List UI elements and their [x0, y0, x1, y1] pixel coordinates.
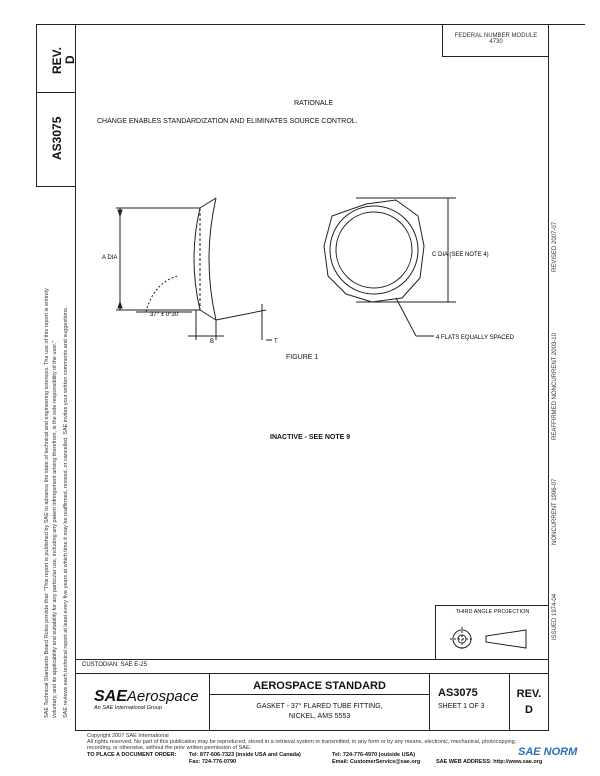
right-border [548, 24, 549, 659]
projection-label: THIRD ANGLE PROJECTION [455, 609, 530, 615]
footer-fax: Fax: 724-776-0790 [189, 759, 237, 765]
label-c-dia: C DIA (SEE NOTE 4) [432, 252, 489, 258]
label-flats: 4 FLATS EQUALLY SPACED [436, 335, 515, 341]
footer-copyright: Copyright 2007 SAE International [87, 733, 169, 739]
label-t: T [274, 339, 278, 345]
right-margin-revised: REVISED 2007-07 [552, 221, 558, 272]
right-margin-noncurrent: NONCURRENT 1996-07 [552, 478, 558, 545]
logo-aerospace: Aerospace [126, 688, 199, 705]
projection-symbol [450, 627, 527, 651]
strip-doc-number: AS3075 [50, 116, 64, 160]
title-underline [209, 694, 430, 695]
left-margin-line2: voluntary, and its applicability and sui… [52, 340, 58, 718]
gasket-front-view [323, 197, 456, 337]
label-b: B [210, 339, 214, 345]
federal-number-line1: FEDERAL NUMBER MODULE [454, 33, 538, 39]
gasket-side-view [116, 197, 272, 341]
standard-title: AEROSPACE STANDARD [253, 680, 386, 692]
footer-rights2: recording, or otherwise, without the pri… [87, 745, 252, 751]
custodian: CUSTODIAN: SAE E-25 [82, 662, 147, 668]
figure-1-drawing: A DIA 37° ± 0°30' B T C DIA (SEE NOTE 4)… [102, 197, 515, 345]
label-angle: 37° ± 0°30' [150, 312, 179, 318]
rationale-text: CHANGE ENABLES STANDARDIZATION AND ELIMI… [97, 118, 358, 125]
federal-number-box: FEDERAL NUMBER MODULE 4730 [442, 24, 549, 57]
custodian-divider [76, 673, 548, 674]
title-block: CUSTODIAN: SAE E-25 SAEAerospace An SAE … [75, 659, 549, 731]
top-border [36, 24, 585, 25]
strip-divider-h2 [36, 186, 76, 187]
right-margin-reaffirmed: REAFFIRMED NONCURRENT 2003-10 [552, 333, 558, 440]
projection-box: THIRD ANGLE PROJECTION [435, 605, 549, 660]
title-rev-value: D [525, 704, 533, 716]
footer-email: Email: CustomerService@sae.org [332, 759, 421, 765]
left-margin-line3: SAE reviews each technical report at lea… [63, 306, 69, 718]
rev-divider [509, 673, 510, 731]
label-a-dia: A DIA [102, 255, 117, 261]
title-sheet: SHEET 1 OF 3 [438, 703, 485, 710]
logo-divider [209, 673, 210, 731]
left-margin-line1: SAE Technical Standards Board Rules prov… [44, 288, 50, 718]
sae-logo: SAEAerospace An SAE International Group [94, 688, 199, 711]
title-doc-number: AS3075 [438, 687, 478, 699]
figure-caption: FIGURE 1 [286, 354, 319, 361]
part-line1: GASKET - 37° FLARED TUBE FITTING, [256, 703, 383, 710]
logo-sae: SAE [94, 688, 127, 705]
footer-rights: All rights reserved. No part of this pub… [87, 739, 517, 745]
footer-order-label: TO PLACE A DOCUMENT ORDER: [87, 752, 177, 758]
strip-rev: REV. [50, 47, 64, 74]
strip-rev-value: D [63, 55, 77, 64]
part-line2: NICKEL, AMS 5553 [288, 713, 351, 720]
logo-sub: An SAE International Group [94, 705, 162, 711]
footer-tel2: Tel: 724-776-4970 (outside USA) [332, 752, 416, 758]
doc-divider [429, 673, 430, 731]
footer-web: SAE WEB ADDRESS: http://www.sae.org [436, 759, 543, 765]
footer-tel1: Tel: 877-606-7323 (inside USA and Canada… [189, 752, 301, 758]
strip-divider-h1 [36, 92, 76, 93]
strip-divider [75, 24, 76, 659]
inactive-note: INACTIVE - SEE NOTE 9 [270, 434, 351, 441]
right-margin-issued: ISSUED 1974-04 [552, 593, 558, 640]
rationale-title: RATIONALE [294, 100, 334, 107]
federal-number-line2: 4730 [489, 39, 503, 45]
footer-watermark: SAE NORM [518, 746, 578, 758]
title-rev-label: REV. [516, 688, 542, 700]
left-strip-border [36, 24, 37, 186]
strip-rev-label: REV. [50, 47, 64, 74]
